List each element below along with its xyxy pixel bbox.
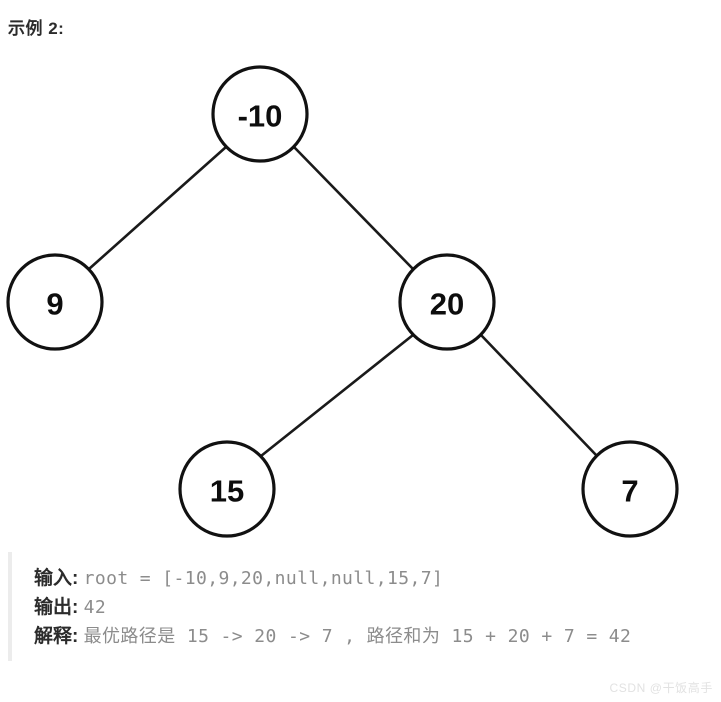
binary-tree-diagram: -10 9 20 15 7: [0, 50, 721, 550]
tree-node-right-left: 15: [178, 440, 276, 538]
page-title: 示例 2:: [8, 19, 65, 38]
tree-edge-root-to-9: [87, 145, 228, 271]
tree-edges: [87, 145, 599, 458]
tree-node-root: -10: [211, 65, 309, 163]
node-circle-right-right: [581, 440, 679, 538]
output-line: 输出: 42: [34, 593, 708, 622]
output-value: 42: [83, 597, 107, 618]
node-label-left: 9: [46, 287, 63, 322]
node-label-right: 20: [430, 287, 464, 322]
tree-edge-20-to-15: [259, 333, 415, 458]
example-description-block: 输入: root = [-10,9,20,null,null,15,7] 输出:…: [8, 552, 708, 661]
input-line: 输入: root = [-10,9,20,null,null,15,7]: [34, 564, 708, 593]
node-label-right-left: 15: [210, 474, 244, 509]
tree-edge-root-to-20: [292, 145, 415, 271]
tree-edge-20-to-7: [479, 333, 599, 458]
node-circle-left: [6, 253, 104, 351]
explanation-line: 解释: 最优路径是 15 -> 20 -> 7 , 路径和为 15 + 20 +…: [34, 622, 708, 651]
explanation-value: 最优路径是 15 -> 20 -> 7 , 路径和为 15 + 20 + 7 =…: [83, 626, 632, 647]
input-label: 输入:: [34, 568, 79, 589]
node-circle-root: [211, 65, 309, 163]
input-value: root = [-10,9,20,null,null,15,7]: [83, 568, 444, 589]
tree-node-left: 9: [6, 253, 104, 351]
output-label: 输出:: [34, 597, 79, 618]
node-circle-right: [398, 253, 496, 351]
node-label-root: -10: [238, 99, 283, 134]
explanation-label: 解释:: [34, 626, 79, 647]
csdn-watermark: CSDN @干饭高手: [609, 681, 713, 695]
tree-canvas: -10 9 20 15 7: [6, 65, 679, 538]
node-label-right-right: 7: [621, 474, 638, 509]
tree-node-right-right: 7: [581, 440, 679, 538]
node-circle-right-left: [178, 440, 276, 538]
tree-node-right: 20: [398, 253, 496, 351]
